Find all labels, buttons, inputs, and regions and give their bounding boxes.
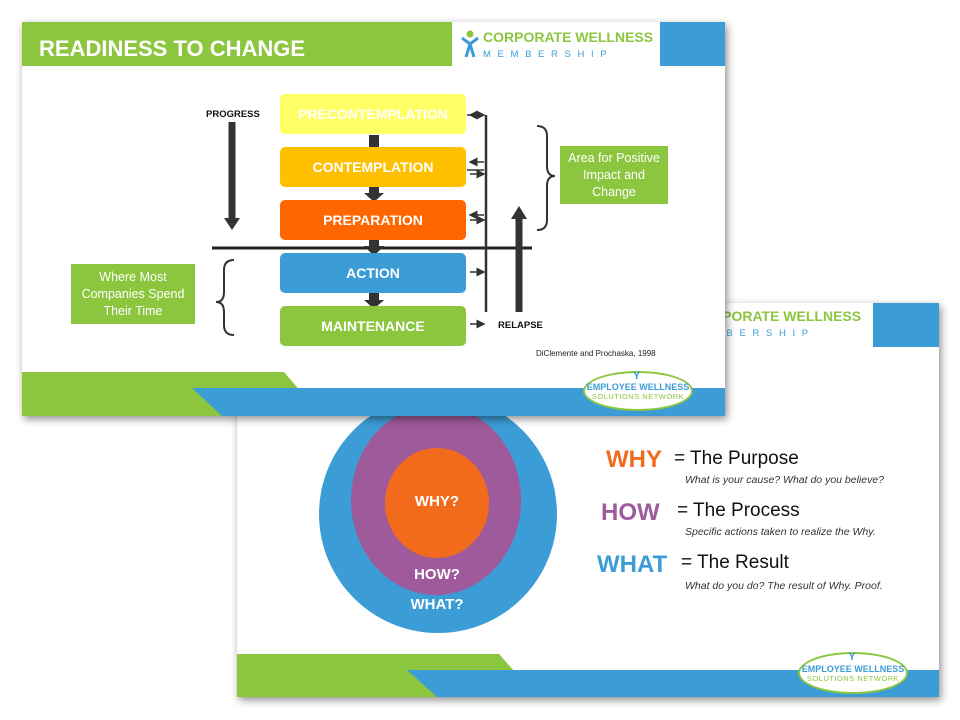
header-blue-block (660, 22, 725, 66)
person-icon: Y (633, 370, 641, 382)
what-definition: = The Result (681, 552, 789, 573)
how-circle-label: HOW? (414, 566, 460, 583)
footer-logo-line2: SOLUTIONS NETWORK (806, 674, 900, 683)
area-impact-box: Area for Positive Impact and Change (560, 146, 668, 204)
footer-logo-line2: SOLUTIONS NETWORK (591, 392, 685, 401)
what-subtext: What do you do? The result of Why. Proof… (685, 580, 883, 592)
progress-label: PROGRESS (206, 109, 260, 120)
logo-line2: M E M B E R S H I P (483, 49, 609, 60)
why-subtext: What is your cause? What do you believe? (685, 474, 885, 486)
logo-line1: CORPORATE WELLNESS (483, 29, 654, 45)
what-word: WHAT (597, 551, 668, 578)
why-definition: = The Purpose (674, 448, 799, 469)
how-definition: = The Process (677, 500, 800, 521)
why-circle-label: WHY? (414, 493, 460, 510)
footer-logo: Y EMPLOYEE WELLNESS SOLUTIONS NETWORK (798, 651, 908, 694)
header-logo-box: CORPORATE WELLNESS M E M B E R S H I P (452, 22, 660, 66)
person-icon (461, 30, 479, 58)
footer-logo-line1: EMPLOYEE WELLNESS (586, 382, 690, 392)
stage-preparation: PREPARATION (280, 200, 466, 240)
corporate-logo-partial: RPORATE WELLNESS M B E R S H I P (712, 308, 862, 346)
logo-line2: M B E R S H I P (712, 328, 811, 339)
slide-title: READINESS TO CHANGE (39, 36, 306, 61)
footer-logo-line1: EMPLOYEE WELLNESS (801, 664, 905, 674)
diagram-arrows (212, 110, 556, 336)
how-word: HOW (601, 499, 660, 526)
citation: DiClemente and Prochaska, 1998 (536, 349, 656, 358)
slide-readiness-to-change: READINESS TO CHANGE CORPORATE WELLNESS M… (22, 22, 725, 416)
where-companies-box: Where Most Companies Spend Their Time (71, 264, 195, 324)
inner-circle-why (385, 448, 489, 558)
header-blue-block (873, 303, 939, 347)
relapse-label: RELAPSE (498, 320, 543, 331)
how-subtext: Specific actions taken to realize the Wh… (685, 526, 876, 538)
footer-logo: Y EMPLOYEE WELLNESS SOLUTIONS NETWORK (583, 370, 693, 411)
person-icon: Y (848, 651, 856, 663)
logo-line1: RPORATE WELLNESS (712, 308, 862, 324)
stage-action: ACTION (280, 253, 466, 293)
stage-contemplation: CONTEMPLATION (280, 147, 466, 187)
title-bar (22, 22, 452, 66)
why-word: WHY (606, 446, 662, 473)
what-circle-label: WHAT? (410, 596, 464, 613)
stage-maintenance: MAINTENANCE (280, 306, 466, 346)
stage-precontemplation: PRECONTEMPLATION (280, 94, 466, 134)
